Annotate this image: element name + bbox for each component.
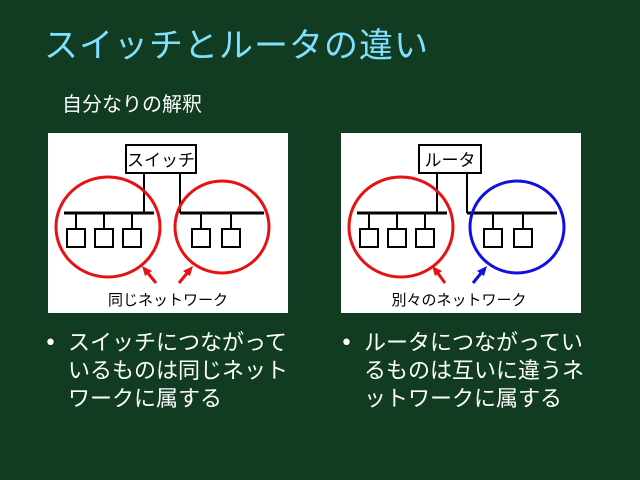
switch-diagram-graphic: スイッチ 同じネットワーク <box>54 144 271 309</box>
router-caption: 別々のネットワーク <box>391 291 526 309</box>
network-circle-right <box>468 179 566 275</box>
host-box <box>513 228 533 248</box>
host-box <box>94 228 114 248</box>
router-device-box <box>418 144 482 174</box>
host-box <box>359 228 379 248</box>
host-box <box>415 228 435 248</box>
network-circle-left <box>347 175 455 279</box>
switch-device-label: スイッチ <box>127 151 195 171</box>
host-box <box>483 228 503 248</box>
slide-title: スイッチとルータの違い <box>44 26 429 66</box>
host-box <box>387 228 407 248</box>
host-box <box>191 228 211 248</box>
switch-diagram: スイッチ 同じネットワーク <box>48 133 288 313</box>
arrowhead-right <box>183 266 193 276</box>
arrow-left <box>145 271 158 284</box>
arrowhead-left <box>432 266 442 276</box>
slide-subtitle: 自分なりの解釈 <box>62 92 202 116</box>
router-diagram-graphic: ルータ 別々のネットワーク <box>347 144 566 309</box>
host-box <box>66 228 86 248</box>
bullet-marker: • <box>44 331 57 356</box>
arrow-left <box>435 271 447 284</box>
switch-caption: 同じネットワーク <box>108 291 228 309</box>
bullet-marker: • <box>340 331 353 356</box>
host-box <box>221 228 241 248</box>
router-bullet-text: ルータにつながっているものは互いに違うネットワークに属する <box>364 331 585 412</box>
switch-bullet-text: スイッチにつながっているものは同じネットワークに属する <box>68 331 289 412</box>
switch-device-box <box>125 144 197 174</box>
network-circle-left <box>54 175 162 279</box>
network-circle-right <box>173 179 271 275</box>
host-box <box>122 228 142 248</box>
arrow-right <box>177 271 190 284</box>
arrow-right <box>471 271 484 284</box>
arrowhead-left <box>142 266 152 276</box>
router-device-label: ルータ <box>425 151 476 171</box>
arrowhead-right <box>477 266 487 276</box>
router-diagram: ルータ 別々のネットワーク <box>341 133 581 313</box>
